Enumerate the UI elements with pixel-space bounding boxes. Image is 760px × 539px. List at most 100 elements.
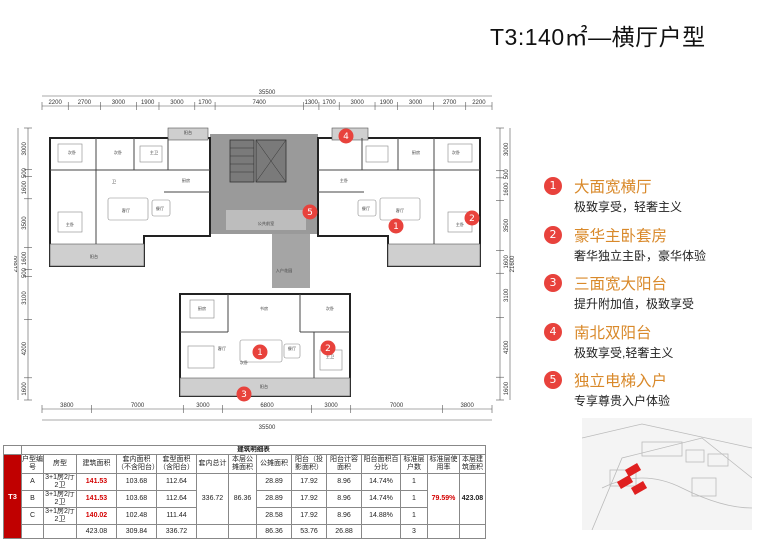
- cell-inner: 103.68: [116, 490, 157, 508]
- feature-subtitle: 奢华独立主卧，豪华体验: [574, 248, 707, 263]
- plan-marker-circle: [338, 128, 354, 144]
- room-label: 书房: [260, 305, 268, 312]
- dimension-label: 3000: [22, 141, 28, 155]
- plan-marker-circle: [388, 218, 404, 234]
- cell-total-units: 3: [400, 524, 428, 539]
- dimension-label: 3100: [22, 291, 28, 305]
- highlight-building: [630, 481, 648, 495]
- cell-id: C: [21, 507, 44, 525]
- dimension-label: 500: [504, 169, 510, 180]
- dimension-label: 3000: [409, 100, 423, 106]
- dimension-label: 3000: [504, 142, 510, 156]
- cell-id: A: [21, 473, 44, 491]
- cell-total-share: 86.36: [256, 524, 292, 539]
- room-label: 主卫: [326, 353, 334, 359]
- cell-inner: 102.48: [116, 507, 157, 525]
- plan-marker-number: 3: [241, 390, 247, 400]
- table-header: 阳台计容面积: [326, 454, 362, 474]
- cell-units: 1: [400, 507, 428, 525]
- feature-subtitle: 提升附加值，极致享受: [574, 297, 695, 311]
- table-total-row: 423.08 309.84 336.72 86.36 53.76 26.88 3: [4, 524, 486, 539]
- dimension-total-label: 21600: [14, 255, 19, 272]
- dimension-label: 500: [22, 167, 28, 178]
- plan-marker-number: 1: [257, 348, 263, 358]
- room-label: 次卧: [452, 149, 460, 156]
- cell-total-inner: 309.84: [116, 524, 157, 539]
- feature-subtitle: 极致享受，轻奢主义: [574, 200, 683, 214]
- cell-total-area: 423.08: [76, 524, 117, 539]
- dimension-label: 1600: [504, 255, 510, 269]
- table-header: 房型: [43, 454, 77, 474]
- room-label: 主卧: [456, 221, 464, 228]
- highlight-building: [616, 475, 634, 489]
- room-label: 次卧: [114, 149, 122, 156]
- plan-marker-number: 2: [325, 344, 331, 354]
- dimension-label: 4200: [504, 340, 510, 354]
- cell-balcony-counted: 8.96: [326, 490, 362, 508]
- room-label: 客厅: [218, 345, 226, 352]
- feature-item: 4 南北双阳台 极致享受,轻奢主义: [544, 321, 754, 370]
- table-header: 阳台面积百分比: [361, 454, 401, 474]
- room-label: 入户花园: [276, 267, 293, 274]
- cell-share: 28.89: [256, 490, 292, 508]
- room-label: 厨房: [182, 177, 190, 184]
- feature-title: 豪华主卧套房: [574, 227, 668, 245]
- table-row: B 3+1房2厅2卫 141.53 103.68 112.64 28.89 17…: [4, 490, 486, 508]
- cell-total-balcony: 53.76: [291, 524, 327, 539]
- dimension-label: 3500: [504, 218, 510, 232]
- room-label: 主卫: [150, 149, 158, 155]
- site-location-map: [582, 418, 752, 530]
- dimension-total-label: 35500: [259, 425, 276, 431]
- highlight-building: [624, 463, 642, 477]
- dimension-label: 3000: [350, 100, 364, 106]
- dimension-label: 3000: [324, 403, 338, 409]
- dimension-label: 2200: [48, 100, 62, 106]
- table-header: 公摊面积: [256, 454, 292, 474]
- cell-share: 28.58: [256, 507, 292, 525]
- room-label: 餐厅: [156, 205, 164, 212]
- cell-balcony: 17.92: [291, 507, 327, 525]
- cell-inner-total: 336.72: [196, 473, 229, 525]
- plan-marker-number: 4: [343, 132, 349, 142]
- room-label: 公共前室: [258, 220, 275, 227]
- dimension-label: 1600: [22, 180, 28, 194]
- dimension-label: 2200: [472, 100, 486, 106]
- room-label: 次卧: [68, 149, 76, 156]
- table-caption: 建筑明细表: [21, 445, 486, 455]
- plan-marker-circle: [302, 204, 318, 220]
- room-label: 客厅: [396, 207, 404, 214]
- room-label: 厨房: [412, 149, 420, 156]
- table-header: 标准层户数: [400, 454, 428, 474]
- table-header: 本层公摊面积: [228, 454, 257, 474]
- feature-title: 大面宽横厅: [574, 179, 652, 196]
- dimension-label: 1600: [504, 182, 510, 196]
- dimension-label: 3800: [60, 403, 74, 409]
- dimension-label: 1700: [198, 100, 212, 106]
- cell-balcony-pct: 14.74%: [361, 473, 401, 491]
- cell-inner: 103.68: [116, 473, 157, 491]
- room-label: 次卧: [326, 305, 334, 312]
- feature-subtitle: 极致享受,轻奢主义: [574, 345, 674, 360]
- dimension-label: 1600: [504, 381, 510, 395]
- cell-floor-share: 86.36: [228, 473, 257, 525]
- dimension-label: 1900: [141, 100, 155, 106]
- room-label: 卫: [112, 179, 116, 184]
- feature-list: 1 大面宽横厅 极致享受，轻奢主义 2 豪华主卧套房 奢华独立主卧，豪华体验 3…: [544, 175, 754, 418]
- table-header: 套内面积（不含阳台）: [116, 454, 157, 474]
- cell-total-balcony-counted: 26.88: [326, 524, 362, 539]
- dimension-label: 1900: [380, 100, 394, 106]
- room-label: 餐厅: [288, 345, 296, 352]
- cell-balcony-counted: 8.96: [326, 473, 362, 491]
- feature-item: 5 独立电梯入户 专享尊贵入户体验: [544, 369, 754, 418]
- plan-marker-circle: [464, 210, 480, 226]
- room-label: 阳台: [184, 129, 192, 136]
- table-header: 套型面积（含阳台）: [156, 454, 197, 474]
- cell-usage-rate: 79.59%: [427, 473, 460, 525]
- feature-item: 2 豪华主卧套房 奢华独立主卧，豪华体验: [544, 224, 754, 273]
- room-label: 次卧: [240, 359, 248, 366]
- feature-subtitle: 专享尊贵入户体验: [574, 394, 671, 408]
- plan-marker-number: 2: [469, 214, 475, 224]
- dimension-label: 7000: [131, 403, 145, 409]
- dimension-label: 7000: [390, 403, 404, 409]
